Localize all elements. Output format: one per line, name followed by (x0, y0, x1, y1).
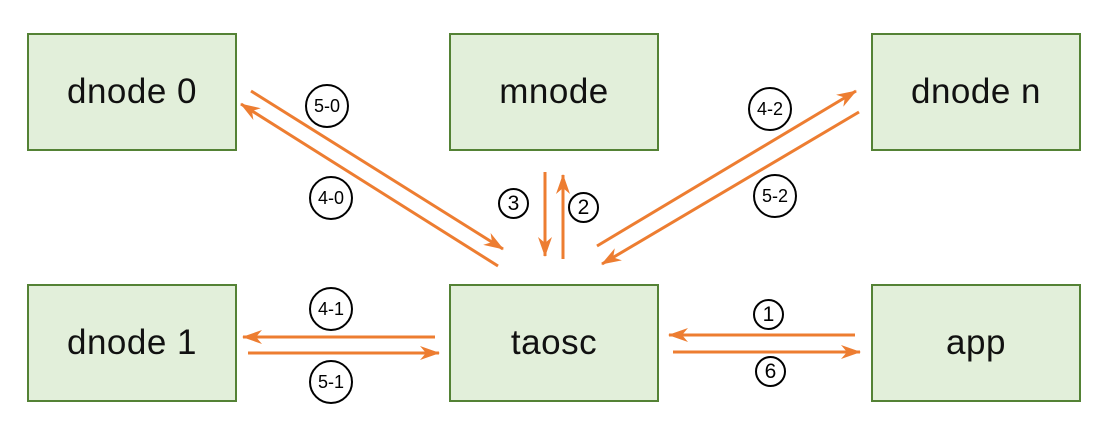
node-mnode: mnode (449, 33, 659, 151)
step-label-4-1: 4-1 (309, 287, 353, 331)
node-taosc: taosc (449, 284, 659, 402)
node-dnode-n-label: dnode n (910, 72, 1042, 111)
node-dnode-0-label: dnode 0 (66, 72, 198, 111)
node-taosc-label: taosc (510, 323, 598, 362)
step-label-4-0: 4-0 (309, 176, 353, 220)
node-dnode-1-label: dnode 1 (66, 323, 198, 362)
node-mnode-label: mnode (499, 72, 609, 111)
node-dnode-0: dnode 0 (27, 33, 237, 151)
step-label-5-1: 5-1 (309, 360, 353, 404)
node-app-label: app (946, 323, 1006, 362)
node-app: app (871, 284, 1081, 402)
step-label-3: 3 (498, 188, 529, 219)
step-label-4-2: 4-2 (748, 87, 792, 131)
step-label-5-0: 5-0 (305, 84, 349, 128)
step-label-1: 1 (753, 299, 784, 330)
node-dnode-n: dnode n (871, 33, 1081, 151)
node-dnode-1: dnode 1 (27, 284, 237, 402)
step-label-5-2: 5-2 (753, 174, 797, 218)
step-label-6: 6 (755, 356, 786, 387)
step-label-2: 2 (568, 192, 599, 223)
